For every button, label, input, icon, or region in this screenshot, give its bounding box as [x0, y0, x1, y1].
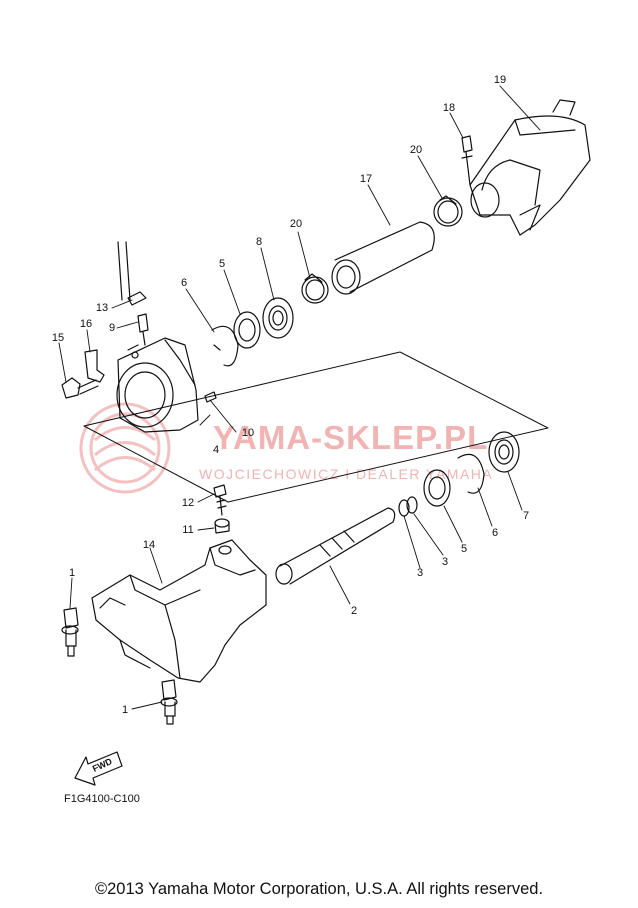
callout-5-lower: 5	[460, 543, 468, 555]
part-1-mount-lower	[160, 679, 178, 725]
leader-lines	[58, 85, 541, 710]
callout-13: 13	[95, 302, 109, 314]
part-7-bearing	[488, 431, 520, 473]
callout-20-upper: 20	[409, 144, 423, 156]
part-20-hose-clamp-upper	[433, 195, 463, 227]
part-15-bolt	[61, 377, 99, 399]
callout-8: 8	[255, 236, 263, 248]
callout-9: 9	[108, 322, 116, 334]
callout-10: 10	[241, 427, 255, 439]
callout-6-lower: 6	[491, 527, 499, 539]
callout-2: 2	[350, 605, 358, 617]
callout-1-lower: 1	[121, 704, 129, 716]
forward-arrow-icon	[74, 751, 123, 786]
callout-6-upper: 6	[180, 277, 188, 289]
part-17-housing-cover	[469, 99, 591, 236]
callout-20-lower: 20	[289, 218, 303, 230]
callout-18: 18	[442, 102, 456, 114]
part-5-oil-seal-lower	[423, 469, 451, 507]
part-10-dowel-pin	[204, 391, 217, 403]
callout-12: 12	[181, 497, 195, 509]
callout-5-upper: 5	[218, 258, 226, 270]
part-16-bracket	[84, 349, 105, 383]
part-19-hose	[331, 221, 435, 295]
callout-3-right: 3	[441, 556, 449, 568]
copyright-notice: ©2013 Yamaha Motor Corporation, U.S.A. A…	[94, 880, 544, 898]
part-13-cable-fitting	[117, 241, 147, 306]
callout-7: 7	[522, 510, 530, 522]
part-6-circlip-lower	[457, 453, 485, 494]
part-14-cover	[91, 539, 267, 683]
assembly-outline	[83, 351, 549, 503]
part-20-hose-clamp-lower	[301, 273, 329, 304]
callout-17: 19	[493, 74, 507, 86]
part-5-oil-seal-upper	[233, 311, 261, 349]
callout-11: 11	[182, 524, 194, 536]
callout-16: 16	[79, 318, 93, 330]
watermark-subtitle: WOJCIECHOWICZ I DEALER YAMAHA	[199, 466, 494, 482]
watermark-emblem-icon	[79, 402, 171, 494]
part-11-collar	[214, 518, 230, 534]
part-3-o-rings	[398, 496, 418, 517]
figure-code: F1G4100-C100	[64, 793, 140, 805]
part-1-mount-upper	[61, 607, 79, 657]
part-6-circlip-upper	[211, 325, 239, 367]
callout-3-left: 3	[416, 567, 424, 579]
part-12-bolt	[213, 484, 227, 516]
watermark-name: YAMA-SKLEP.PL	[213, 419, 489, 456]
callout-14: 14	[142, 539, 156, 551]
part-2-drive-shaft	[275, 507, 396, 585]
part-18-bolt	[461, 135, 473, 186]
part-4-bearing-housing	[116, 337, 199, 433]
callout-1-upper: 1	[68, 567, 76, 579]
callout-15: 15	[51, 332, 65, 344]
part-8-bearing	[262, 297, 294, 339]
part-9-fitting	[137, 313, 149, 346]
callout-19: 17	[359, 173, 373, 185]
callout-4: 4	[212, 444, 220, 456]
